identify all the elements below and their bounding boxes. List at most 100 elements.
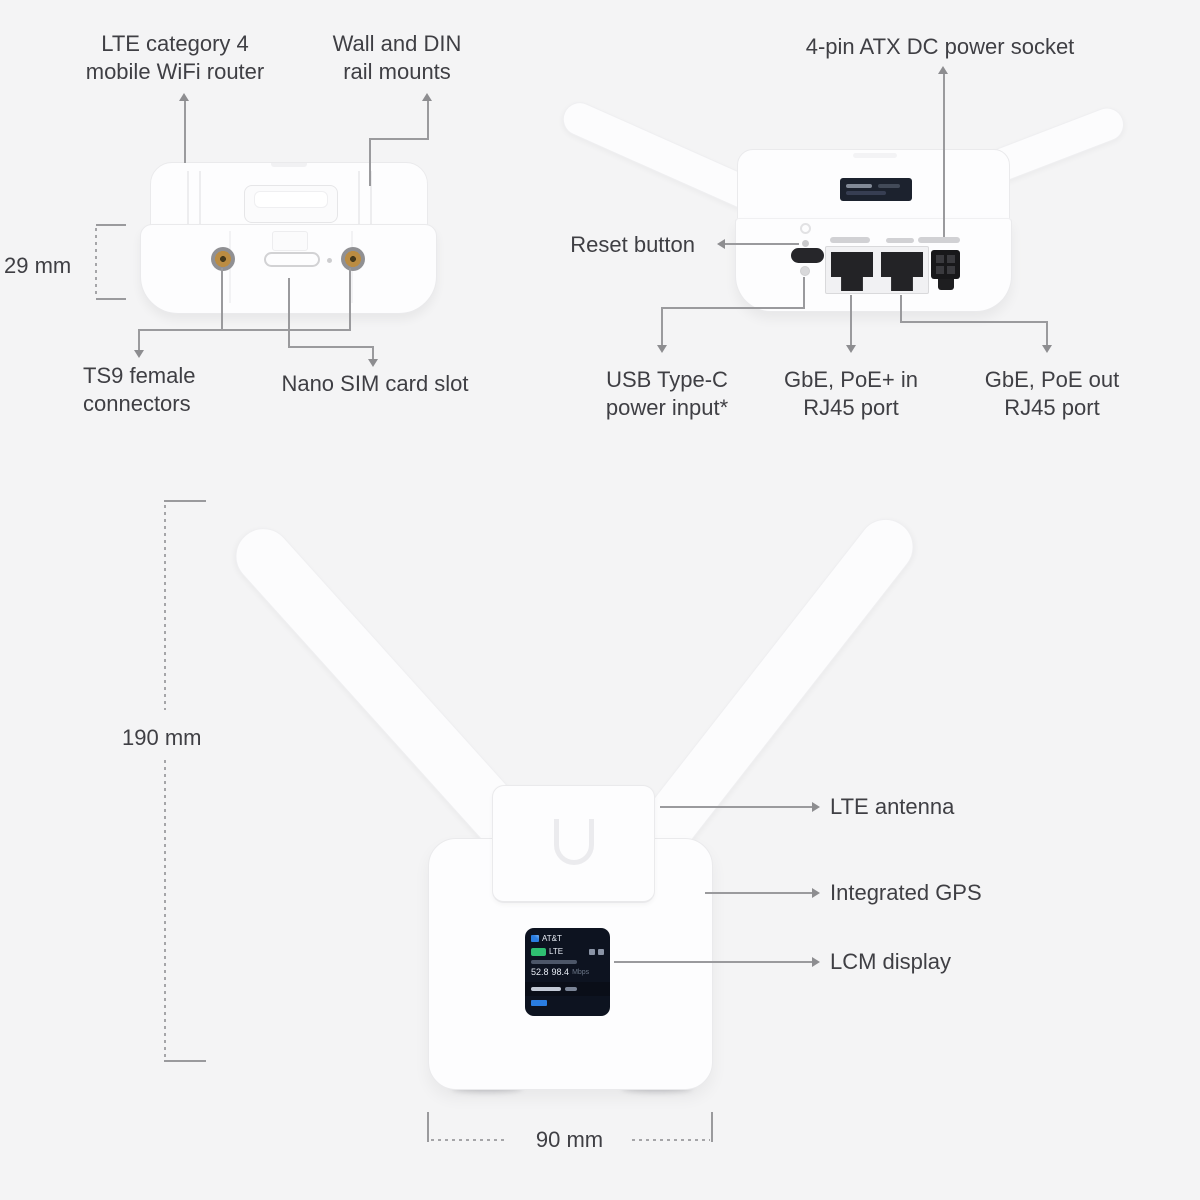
lcm-screen: AT&T LTE 52.8 98.4 Mbps [525,928,610,1016]
lcm-label-arrow [812,957,820,967]
screw-hole [800,223,811,234]
rear-display-window [840,178,912,201]
carrier-name: AT&T [542,934,562,943]
mount-slot-line [199,171,201,225]
mount-slot-line [358,171,360,225]
dim-190-tick-bottom [164,1060,206,1062]
router-type-label: LTE category 4 mobile WiFi router [85,31,265,84]
mount-slot-line [187,171,189,225]
rear-top-notch [853,153,897,158]
poe-out-label: GbE, PoE out RJ45 port [984,367,1120,420]
sim-leader-line [288,346,374,348]
poe-out-leader-line [1046,321,1048,345]
atx-socket-tab [938,279,954,290]
dim-190-tick-top [164,500,206,502]
dim-29-tick-bottom [96,298,126,300]
lcm-label: LCM display [830,949,952,974]
reset-label-arrow [717,239,725,249]
upload-speed: 98.4 [551,967,570,977]
antenna-hub [492,785,655,903]
footer-text-mark [565,987,577,991]
din-mount-recess [244,185,338,223]
status-led [800,266,810,276]
atx-pin-hole [947,255,955,263]
sim-cover [272,231,308,251]
antenna-label: LTE antenna [830,794,955,819]
mounts-label: Wall and DIN rail mounts [332,31,462,84]
rear-display-text-mark [878,184,900,188]
dim-90-label: 90 mm [535,1127,604,1152]
status-icon [598,948,604,955]
mounts-leader-line [369,138,371,186]
top-notch [271,163,307,167]
ts9-label: TS9 female connectors [83,363,196,416]
dim-190-dashed-line [164,505,166,710]
gps-label-arrow [812,888,820,898]
poe-out-leader-line [900,295,902,323]
reset-label: Reset button [570,232,695,257]
screen-footer-band [525,982,610,996]
sim-slot [264,252,320,267]
rear-display-text-mark [846,184,872,188]
dim-90-dashed-line [431,1139,507,1141]
usb-leader-line [661,307,663,345]
dim-90-tick-right [711,1112,713,1142]
port-label-print [830,237,870,243]
mounts-leader-line [427,101,429,140]
usb-leader-line [803,277,805,309]
sim-label: Nano SIM card slot [281,371,469,396]
download-speed: 52.8 [531,967,549,977]
port-label-print [918,237,960,243]
power-socket-label: 4-pin ATX DC power socket [805,34,1075,59]
poe-in-label: GbE, PoE+ in RJ45 port [784,367,918,420]
poe-in-label-arrow [846,345,856,353]
rear-display-text-mark [846,191,886,195]
ts9-leader-line [138,329,351,331]
ts9-leader-line [138,329,140,350]
atx-pin-hole [936,255,944,263]
footer-blue-chip [531,1000,547,1006]
poe-out-leader-line [900,321,1048,323]
dim-29-dashed-line [95,228,97,298]
dim-29-tick-top [96,224,126,226]
reset-button [802,240,809,247]
router-top-face [150,162,428,230]
signal-bars-icon [531,935,539,942]
location-text-mark [531,960,577,964]
power-socket-arrow [938,66,948,74]
screen-carrier-row: AT&T [531,934,604,943]
screen-network-row: LTE [531,947,604,956]
power-socket-leader-line [943,74,945,237]
port-label-print [886,238,914,243]
sim-eject-hole [327,258,332,263]
dim-90-tick-left [427,1112,429,1142]
ts9-leader-line [349,268,351,331]
poe-out-label-arrow [1042,345,1052,353]
sim-label-arrow [368,359,378,367]
router-label-arrow [179,93,189,101]
gps-label: Integrated GPS [830,880,982,905]
mount-slot-line [370,171,372,225]
ubiquiti-logo [554,819,594,865]
atx-pin-hole [947,266,955,274]
gps-leader-line [705,892,812,894]
usb-label: USB Type-C power input* [605,367,729,420]
network-type: LTE [549,947,564,956]
dim-90-dashed-line [632,1139,710,1141]
atx-power-socket [931,250,960,279]
antenna-leader-line [660,806,812,808]
reset-leader-line [725,243,799,245]
atx-pin-hole [936,266,944,274]
sim-leader-line [372,346,374,360]
usb-label-arrow [657,345,667,353]
dim-29-label: 29 mm [4,253,72,278]
lcm-leader-line [614,961,812,963]
screen-speed-row: 52.8 98.4 Mbps [531,968,604,977]
ts9-connector-left [211,247,235,271]
usb-c-port [791,248,824,263]
ts9-connector-right [341,247,365,271]
footer-text-mark [531,987,561,991]
sim-leader-line [288,278,290,348]
antenna-label-arrow [812,802,820,812]
